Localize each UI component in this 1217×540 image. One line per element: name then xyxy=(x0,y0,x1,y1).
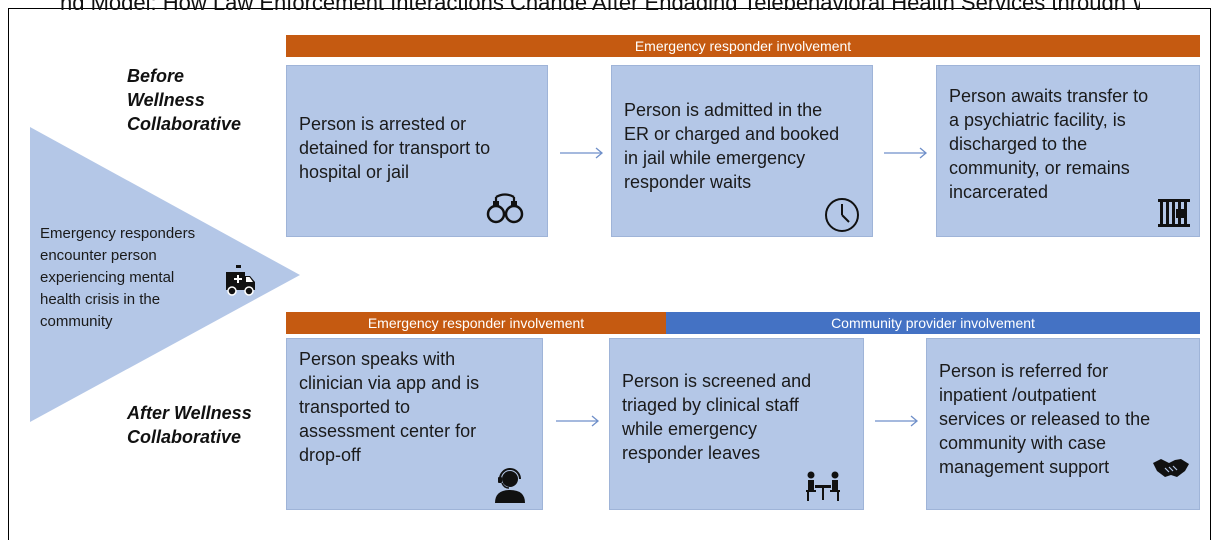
before-label-line: Wellness xyxy=(127,90,205,110)
before-step-2: Person is admitted in the ER or charged … xyxy=(611,65,873,237)
step-line: Person is screened and xyxy=(622,371,812,391)
ambulance-icon xyxy=(226,265,255,296)
jail-icon xyxy=(1158,199,1190,227)
after-step-1: Person speaks with clinician via app and… xyxy=(286,338,543,510)
step-line: services or released to the xyxy=(939,409,1151,429)
trigger-triangle xyxy=(30,127,300,422)
step-line: while emergency xyxy=(622,419,758,439)
after-step-2: Person is screened and triaged by clinic… xyxy=(609,338,864,510)
step-line: responder waits xyxy=(624,172,752,192)
step-text: Person awaits transfer to a psychiatric … xyxy=(949,84,1189,204)
trigger-line: Emergency responders xyxy=(40,225,196,242)
trigger-line: experiencing mental xyxy=(40,269,175,286)
step-line: community with case xyxy=(939,433,1107,453)
step-line: ER or charged and booked xyxy=(624,124,840,144)
step-line: assessment center for xyxy=(299,421,477,441)
step-line: Person is admitted in the xyxy=(624,100,823,120)
step-line: Person is referred for xyxy=(939,361,1109,381)
step-line: hospital or jail xyxy=(299,162,410,182)
handshake-icon xyxy=(1153,459,1189,477)
headset-person-icon xyxy=(495,468,525,503)
step-line: in jail while emergency xyxy=(624,148,806,168)
after-banner-emergency: Emergency responder involvement xyxy=(286,312,666,334)
before-step-3: Person awaits transfer to a psychiatric … xyxy=(936,65,1200,237)
clock-icon xyxy=(825,198,859,232)
after-label-line: Collaborative xyxy=(127,427,242,447)
step-line: incarcerated xyxy=(949,182,1049,202)
trigger-line: community xyxy=(40,313,113,330)
before-label-line: Before xyxy=(127,66,185,86)
trigger-line: health crisis in the xyxy=(40,291,161,308)
diagram-frame xyxy=(8,8,1211,540)
handcuffs-icon xyxy=(486,193,524,224)
step-text: Person is referred for inpatient /outpat… xyxy=(939,359,1189,479)
step-line: clinician via app and is xyxy=(299,373,480,393)
step-line: responder leaves xyxy=(622,443,761,463)
step-line: discharged to the xyxy=(949,134,1088,154)
step-line: community, or remains xyxy=(949,158,1130,178)
flow-arrow xyxy=(560,147,604,159)
step-line: management support xyxy=(939,457,1110,477)
step-line: drop-off xyxy=(299,445,361,465)
step-line: a psychiatric facility, is xyxy=(949,110,1126,130)
after-step-3: Person is referred for inpatient /outpat… xyxy=(926,338,1200,510)
meeting-icon xyxy=(806,471,840,501)
step-line: detained for transport to xyxy=(299,138,491,158)
after-label-line: After Wellness xyxy=(127,403,252,423)
trigger-text: Emergency responders encounter person ex… xyxy=(40,223,240,333)
step-text: Person is screened and triaged by clinic… xyxy=(622,369,853,465)
before-step-1: Person is arrested or detained for trans… xyxy=(286,65,548,237)
before-label-line: Collaborative xyxy=(127,114,242,134)
after-banner-community: Community provider involvement xyxy=(666,312,1200,334)
step-line: triaged by clinical staff xyxy=(622,395,799,415)
flow-arrow xyxy=(556,415,600,427)
flow-arrow xyxy=(884,147,928,159)
step-line: Person is arrested or xyxy=(299,114,467,134)
step-line: Person speaks with xyxy=(299,349,456,369)
flow-arrow xyxy=(875,415,919,427)
after-label: After Wellness Collaborative xyxy=(127,401,252,449)
step-text: Person is arrested or detained for trans… xyxy=(299,112,537,184)
before-label: Before Wellness Collaborative xyxy=(127,64,241,136)
before-banner: Emergency responder involvement xyxy=(286,35,1200,57)
page-top-text: ng Model: How Law Enforcement Interactio… xyxy=(60,0,1140,10)
step-text: Person is admitted in the ER or charged … xyxy=(624,98,862,194)
step-line: Person awaits transfer to xyxy=(949,86,1149,106)
step-line: transported to xyxy=(299,397,411,417)
step-text: Person speaks with clinician via app and… xyxy=(299,347,532,467)
trigger-line: encounter person xyxy=(40,247,157,264)
step-line: inpatient /outpatient xyxy=(939,385,1097,405)
